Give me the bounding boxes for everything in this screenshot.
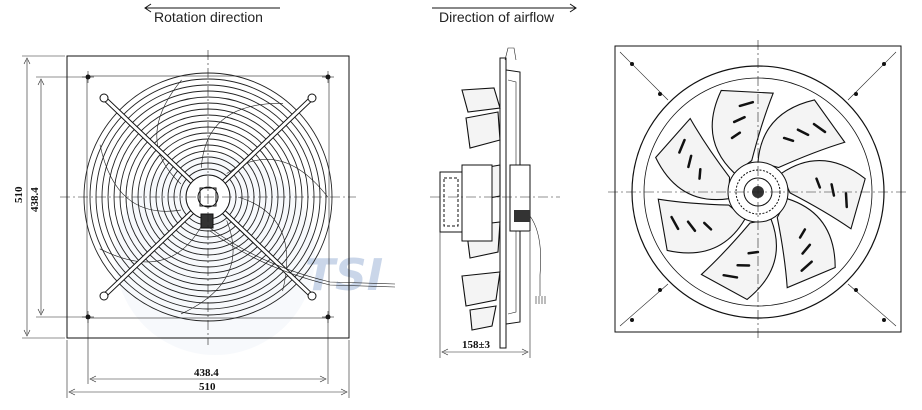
dim-front-height-inner: 438.4	[29, 76, 85, 318]
blade-slot	[686, 220, 697, 233]
rear-impeller-blades	[655, 89, 866, 301]
blade-slot	[670, 215, 680, 231]
blade-slot	[844, 192, 849, 209]
blade-slot	[830, 183, 836, 197]
airflow-direction-label: Direction of airflow	[439, 9, 555, 25]
side-cable	[529, 215, 541, 296]
side-mounting-plate	[499, 57, 507, 349]
side-rear-housing	[509, 164, 531, 232]
blade-slot	[722, 273, 739, 279]
blade-slot	[678, 138, 686, 154]
rear-blade	[700, 218, 777, 301]
blade-slot	[698, 168, 702, 180]
rear-view	[608, 40, 908, 340]
rear-blade	[657, 198, 746, 254]
rear-blade	[757, 99, 846, 169]
blade-slot	[703, 221, 713, 231]
dim-front-width-inner: 438.4	[87, 320, 329, 384]
rear-blade	[711, 89, 774, 175]
blade-slot	[812, 122, 827, 134]
blade-slot	[796, 128, 810, 137]
airflow-direction-caption: Direction of airflow	[432, 3, 577, 25]
side-cable-end	[535, 296, 546, 304]
dim-label-510-vertical: 510	[13, 186, 25, 203]
front-cable	[209, 227, 396, 285]
rear-corner-marks	[619, 51, 897, 327]
blade-slot	[801, 243, 812, 255]
rear-blade	[780, 160, 866, 230]
watermark-text: TSI	[305, 250, 383, 301]
rear-blade	[655, 117, 731, 201]
rotation-direction-label: Rotation direction	[154, 9, 263, 25]
blade-slot	[815, 177, 822, 189]
blade-slot	[732, 115, 746, 124]
front-blade-edge	[99, 144, 182, 212]
side-view: 158±3	[430, 47, 560, 358]
rotation-direction-caption: Rotation direction	[144, 3, 280, 25]
rear-blade	[776, 198, 836, 289]
side-motor	[439, 164, 493, 242]
blade-slot	[738, 100, 755, 108]
blade-slot	[798, 228, 807, 239]
front-blade-edge	[180, 220, 234, 315]
dim-label-438-vertical: 438.4	[29, 187, 41, 212]
front-blade-edge	[156, 79, 182, 185]
blade-slot	[730, 131, 742, 140]
blade-slot	[687, 154, 693, 169]
front-view: 510 438.4 438.4 510	[13, 50, 396, 398]
dim-label-158: 158±3	[462, 339, 491, 351]
front-blade-edge	[237, 196, 288, 292]
dim-side-depth: 158±3	[439, 232, 531, 358]
front-blade-edge	[201, 103, 284, 168]
dim-front-width-total: 510	[66, 340, 350, 398]
dim-front-height-total: 510	[13, 55, 65, 339]
dim-label-510-horizontal: 510	[199, 381, 216, 393]
front-blade-edge	[99, 226, 202, 263]
blade-slot	[800, 260, 813, 272]
dim-label-438-horizontal: 438.4	[194, 367, 219, 379]
blade-slot	[747, 250, 760, 255]
blade-slot	[782, 136, 795, 143]
